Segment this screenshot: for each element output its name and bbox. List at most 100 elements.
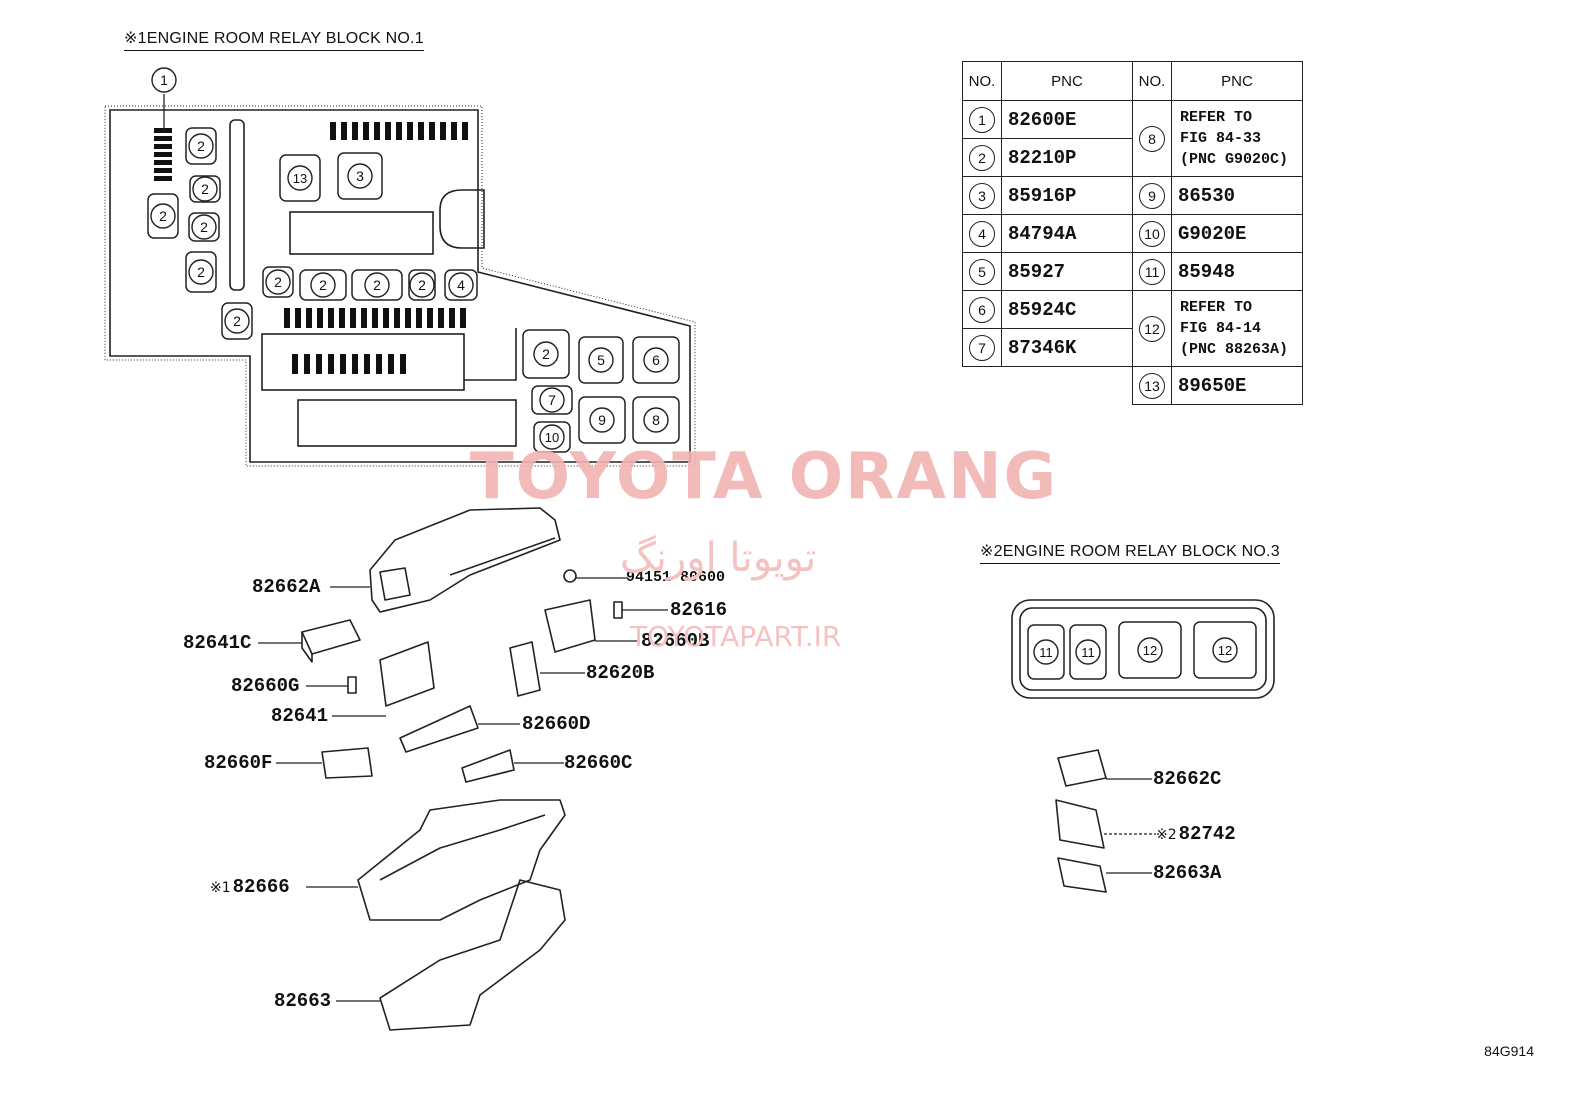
fuse-mark bbox=[396, 122, 402, 140]
fuse-mark bbox=[416, 308, 422, 328]
relay-slot bbox=[578, 336, 624, 384]
callout-circle bbox=[347, 163, 373, 189]
relay-slot bbox=[632, 336, 680, 384]
relay-slot bbox=[337, 152, 383, 200]
table-cell-no: 6 bbox=[962, 290, 1002, 329]
table-cell-no: 4 bbox=[962, 214, 1002, 253]
fuse-mark bbox=[385, 122, 391, 140]
part-label-82641: 82641 bbox=[271, 705, 329, 727]
fuse-mark bbox=[352, 122, 358, 140]
part-label-82662C: 82662C bbox=[1153, 768, 1222, 790]
block1-title-text: ENGINE ROOM RELAY BLOCK NO.1 bbox=[146, 30, 424, 47]
relay-slot bbox=[1069, 624, 1107, 680]
fuse-mark bbox=[154, 176, 172, 181]
watermark-brand: TOYOTA ORANG bbox=[470, 440, 1059, 514]
callout-number: 4 bbox=[457, 277, 465, 293]
callout-number: 2 bbox=[159, 208, 167, 224]
fuse-mark bbox=[352, 354, 358, 374]
part-82660G-pin bbox=[347, 676, 357, 694]
relay-slot bbox=[531, 385, 573, 415]
callout-circle bbox=[1212, 637, 1238, 663]
relay-slot bbox=[1118, 621, 1182, 679]
relay-slot bbox=[578, 396, 626, 444]
fuse-mark bbox=[372, 308, 378, 328]
fuse-mark bbox=[449, 308, 455, 328]
relay-slot bbox=[1193, 621, 1257, 679]
table-header-no-left: NO. bbox=[962, 61, 1002, 101]
callout-circle bbox=[409, 272, 435, 298]
callout-number: 2 bbox=[197, 138, 205, 154]
fuse-mark bbox=[376, 354, 382, 374]
callout-circle bbox=[188, 259, 214, 285]
table-cell-pnc: 84794A bbox=[1001, 214, 1133, 253]
callout-number: 8 bbox=[652, 412, 660, 428]
callout-circle bbox=[150, 203, 176, 229]
table-header-pnc-right: PNC bbox=[1171, 61, 1303, 101]
table-cell-no: 13 bbox=[1132, 366, 1172, 405]
table-cell-no: 5 bbox=[962, 252, 1002, 291]
callout-circle bbox=[191, 214, 217, 240]
relay-slot bbox=[1027, 624, 1065, 680]
callout-number: 11 bbox=[1081, 645, 1095, 660]
callout-number: 9 bbox=[598, 412, 606, 428]
callout-number: 2 bbox=[197, 264, 205, 280]
callout-circle bbox=[588, 347, 614, 373]
part-82662A-cover bbox=[369, 507, 561, 613]
block3-title: ※2ENGINE ROOM RELAY BLOCK NO.3 bbox=[980, 541, 1280, 564]
callout-circle bbox=[589, 407, 615, 433]
fuse-mark bbox=[330, 122, 336, 140]
callout-number: 2 bbox=[200, 219, 208, 235]
relay-slot bbox=[408, 269, 436, 301]
callout-circle bbox=[539, 387, 565, 413]
fuse-mark bbox=[295, 308, 301, 328]
table-cell-no: 11 bbox=[1132, 252, 1172, 291]
fuse-mark bbox=[350, 308, 356, 328]
relay-slot bbox=[188, 212, 220, 242]
callout-circle bbox=[1137, 637, 1163, 663]
callout-circle bbox=[364, 272, 390, 298]
part-82663A-cover bbox=[1057, 857, 1107, 893]
part-label-94151-80600: 94151-80600 bbox=[626, 569, 726, 586]
table-cell-pnc: 85916P bbox=[1001, 176, 1133, 215]
callout-number: 2 bbox=[418, 277, 426, 293]
fuse-mark bbox=[317, 308, 323, 328]
table-cell-pnc: 82600E bbox=[1001, 100, 1133, 139]
table-cell-pnc: 82210P bbox=[1001, 138, 1133, 177]
table-cell-no: 9 bbox=[1132, 176, 1172, 215]
callout-circle bbox=[448, 272, 474, 298]
table-cell-pnc: 85924C bbox=[1001, 290, 1133, 329]
relay-slot bbox=[147, 193, 179, 239]
part-label-82660B: 82660B bbox=[641, 630, 710, 652]
callout-number: 10 bbox=[545, 430, 559, 445]
part-label-82663: 82663 bbox=[274, 990, 332, 1012]
relay-slot bbox=[185, 251, 217, 293]
callout-number: 2 bbox=[373, 277, 381, 293]
callout-number: 2 bbox=[319, 277, 327, 293]
fuse-mark bbox=[405, 308, 411, 328]
figure-id: 84G914 bbox=[1484, 1043, 1534, 1059]
part-label-82663A: 82663A bbox=[1153, 862, 1222, 884]
part-label-82620B: 82620B bbox=[586, 662, 655, 684]
fuse-mark bbox=[154, 160, 172, 165]
table-header-pnc-left: PNC bbox=[1001, 61, 1133, 101]
part-82616-clip bbox=[613, 601, 623, 619]
callout-circle bbox=[1075, 639, 1101, 665]
fuse-mark bbox=[328, 354, 334, 374]
table-cell-no: 2 bbox=[962, 138, 1002, 177]
part-label-82662A: 82662A bbox=[252, 576, 321, 598]
part-94151-nut bbox=[563, 569, 577, 583]
table-cell-pnc: 89650E bbox=[1171, 366, 1303, 405]
part-label-82641C: 82641C bbox=[183, 632, 252, 654]
callout-circle bbox=[287, 165, 313, 191]
fuse-mark bbox=[154, 136, 172, 141]
relay-slot bbox=[189, 175, 221, 203]
table-header-no-right: NO. bbox=[1132, 61, 1172, 101]
callout-circle bbox=[151, 67, 177, 93]
relay-slot bbox=[185, 127, 217, 165]
callout-number: 2 bbox=[201, 181, 209, 197]
callout-number: 13 bbox=[293, 171, 307, 186]
block3-mark: ※2 bbox=[980, 543, 1003, 560]
table-cell-pnc: 85927 bbox=[1001, 252, 1133, 291]
part-82660C-bracket bbox=[461, 749, 515, 783]
